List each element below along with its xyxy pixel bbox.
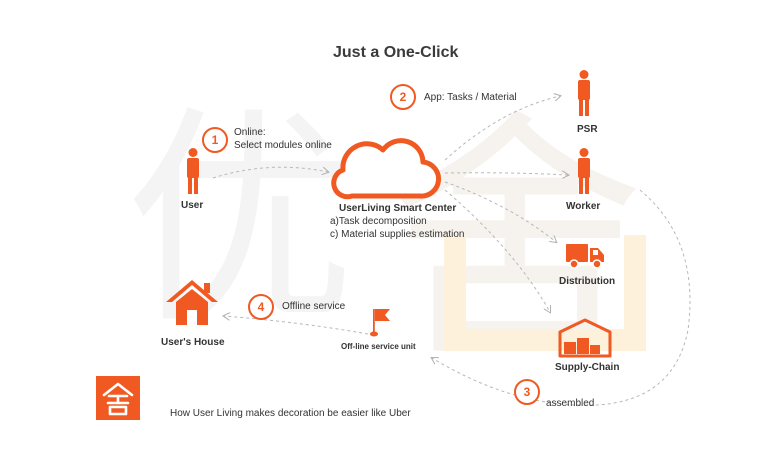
watermark-char-1: 优: [125, 88, 355, 355]
watermark-graphic: 优 舍: [125, 88, 646, 392]
step-number-1: 1: [202, 127, 228, 153]
node-label-service-unit: Off-line service unit: [341, 342, 416, 351]
step-4-text: Offline service: [282, 301, 346, 312]
logo-icon: [96, 376, 140, 420]
arrow-service-to-house: [224, 316, 369, 335]
node-label-user: User: [181, 200, 204, 211]
step-number-4: 4: [248, 294, 274, 320]
node-label-house: User's House: [161, 337, 225, 348]
step-2-text: App: Tasks / Material: [424, 92, 517, 103]
node-label-psr: PSR: [577, 124, 598, 135]
node-label-worker: Worker: [566, 201, 601, 212]
node-label-supply-chain: Supply-Chain: [555, 362, 620, 373]
cloud-icon: [331, 138, 441, 200]
step-1-text-line-2: Select modules online: [234, 140, 332, 151]
arrow-user-to-center: [212, 166, 328, 179]
caption: How User Living makes decoration be easi…: [170, 408, 411, 419]
watermark-block: [444, 235, 646, 351]
arrow-center-to-supply: [444, 189, 550, 312]
step-number-3: 3: [514, 379, 540, 405]
flag-icon: [370, 309, 390, 337]
arrow-center-to-distribution: [444, 181, 556, 242]
node-label-distribution: Distribution: [559, 276, 616, 287]
house-icon: [166, 280, 218, 325]
arrow-center-to-worker: [444, 173, 568, 175]
page-title: Just a One-Click: [333, 44, 459, 61]
step-3-text: assembled: [546, 398, 595, 409]
center-task-1: a)Task decomposition: [330, 216, 427, 227]
person-icon: [578, 148, 590, 194]
step-1-text-line-1: Online:: [234, 127, 266, 138]
step-number-2: 2: [390, 84, 416, 110]
warehouse-icon: [558, 318, 612, 358]
person-icon: [578, 70, 590, 116]
center-task-2: c) Material supplies estimation: [330, 229, 465, 240]
connectors: [212, 96, 691, 406]
arrow-workforce-to-service: [432, 189, 691, 406]
truck-icon: [566, 244, 604, 269]
node-label-center: UserLiving Smart Center: [339, 203, 457, 214]
person-icon: [187, 148, 199, 194]
